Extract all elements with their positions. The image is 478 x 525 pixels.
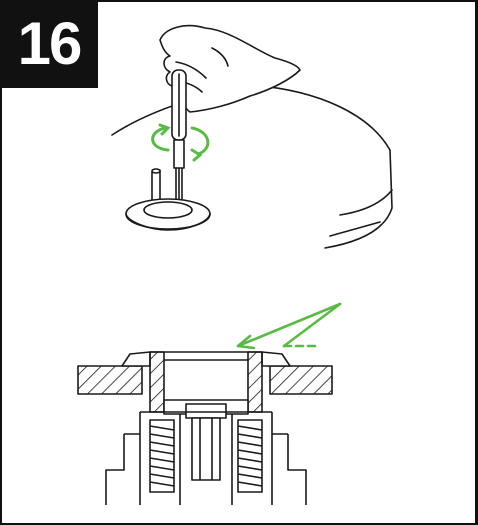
cover-edge xyxy=(339,189,393,216)
top-scene xyxy=(111,24,393,249)
hand-knuckle xyxy=(211,47,229,67)
cross-section xyxy=(77,351,333,505)
lower-step-right xyxy=(272,433,307,505)
pointer-arrow-icon xyxy=(236,302,342,350)
grommet-inner xyxy=(143,201,193,219)
housing-right-wall xyxy=(247,351,263,413)
housing-left-wall xyxy=(149,351,165,413)
step-number-badge: 16 xyxy=(0,0,98,88)
grommet-lip xyxy=(125,213,211,231)
lower-step-left xyxy=(105,433,140,505)
lower-housing xyxy=(139,412,273,505)
flange-cap xyxy=(121,351,151,367)
cover-lower-edge xyxy=(329,221,381,237)
panel-right xyxy=(269,365,333,395)
center-post xyxy=(191,417,221,481)
center-post-cap xyxy=(185,403,227,419)
rotate-arrow-icon xyxy=(151,123,210,162)
screwdriver-icon xyxy=(171,69,187,211)
flange-cap xyxy=(261,351,291,367)
panel-left xyxy=(77,365,143,395)
spring-left xyxy=(149,419,175,493)
spring-right xyxy=(237,419,263,493)
hand-finger-line xyxy=(175,61,207,79)
hand-illustration xyxy=(159,24,301,113)
bolt-top xyxy=(151,168,161,174)
